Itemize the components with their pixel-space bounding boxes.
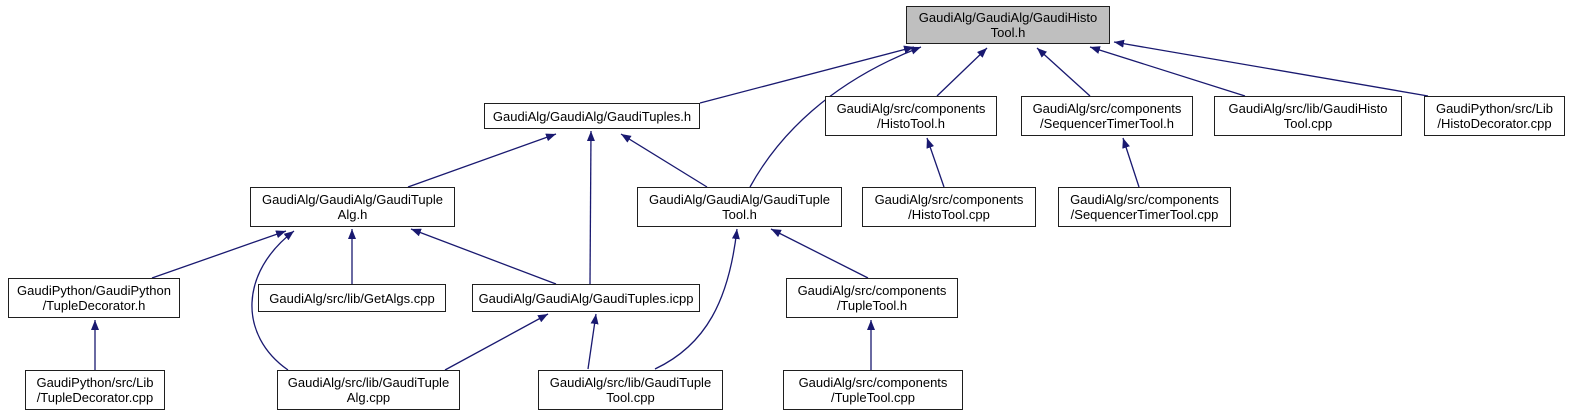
node-gaudituples-icpp[interactable]: GaudiAlg/GaudiAlg/GaudiTuples.icpp xyxy=(472,284,700,312)
node-gauditupletool-cpp[interactable]: GaudiAlg/src/lib/GaudiTuple Tool.cpp xyxy=(538,370,723,410)
node-getalgs-cpp[interactable]: GaudiAlg/src/lib/GetAlgs.cpp xyxy=(258,284,446,312)
edge-tupletool-h-to-tuples-h xyxy=(620,133,708,188)
edge-tuples-icpp-to-tuplealg-h xyxy=(410,228,557,285)
edge-tuplealg-cpp-to-tuples-icpp xyxy=(444,313,549,371)
edge-tuples-h-to-root xyxy=(699,45,915,104)
node-gauditupleaalg-cpp[interactable]: GaudiAlg/src/lib/GaudiTuple Alg.cpp xyxy=(277,370,460,410)
node-gauditupletool-h[interactable]: GaudiAlg/GaudiAlg/GaudiTuple Tool.h xyxy=(637,187,842,227)
edge-tupletool-cpp-to-tuples-icpp xyxy=(587,313,599,370)
node-tupledecorator-h[interactable]: GaudiPython/GaudiPython /TupleDecorator.… xyxy=(8,278,180,318)
node-gaudihistotool-h[interactable]: GaudiAlg/GaudiAlg/GaudiHisto Tool.h xyxy=(906,6,1110,44)
node-tupledecorator-cpp[interactable]: GaudiPython/src/Lib /TupleDecorator.cpp xyxy=(25,370,165,410)
node-histodecorator-cpp[interactable]: GaudiPython/src/Lib /HistoDecorator.cpp xyxy=(1424,96,1565,136)
node-gauditupleaalg-h[interactable]: GaudiAlg/GaudiAlg/GaudiTuple Alg.h xyxy=(250,187,455,227)
edge-histotool-cpp-to-histotool-h xyxy=(926,137,945,188)
node-tupletool-component-cpp[interactable]: GaudiAlg/src/components /TupleTool.cpp xyxy=(783,370,963,410)
edge-tuplealg-cpp-to-tuplealg-h xyxy=(251,230,295,371)
edge-sequencertimertool-h-to-root xyxy=(1036,47,1091,97)
node-histotool-h[interactable]: GaudiAlg/src/components /HistoTool.h xyxy=(825,96,997,136)
edge-sequencertimertool-cpp-to-sequencertimertool-h xyxy=(1122,137,1140,188)
edge-tupletool-comp-h-to-tupletool-h xyxy=(770,228,869,279)
node-sequencertimertool-h[interactable]: GaudiAlg/src/components /SequencerTimerT… xyxy=(1021,96,1193,136)
node-gauditupels-h[interactable]: GaudiAlg/GaudiAlg/GaudiTuples.h xyxy=(484,103,700,129)
node-sequencertimertool-cpp[interactable]: GaudiAlg/src/components /SequencerTimerT… xyxy=(1058,187,1231,227)
edge-histotool-h-to-root xyxy=(936,47,988,97)
edge-tuplealg-h-to-tuples-h xyxy=(407,133,557,188)
node-histotool-cpp[interactable]: GaudiAlg/src/components /HistoTool.cpp xyxy=(862,187,1036,227)
edge-tupledecorator-h-to-tuplealg-h xyxy=(151,230,287,279)
edge-tupletool-h-to-root xyxy=(749,46,922,188)
edge-histodecorator-cpp-to-root xyxy=(1113,39,1429,97)
edge-gaudihistotool-cpp-to-root xyxy=(1089,46,1246,97)
edge-tupletool-cpp-to-tupletool-h xyxy=(654,228,740,370)
edge-tuples-icpp-to-tuples-h xyxy=(586,130,595,285)
node-tupletool-component-h[interactable]: GaudiAlg/src/components /TupleTool.h xyxy=(786,278,958,318)
node-gaudihistotool-cpp[interactable]: GaudiAlg/src/lib/GaudiHisto Tool.cpp xyxy=(1214,96,1402,136)
